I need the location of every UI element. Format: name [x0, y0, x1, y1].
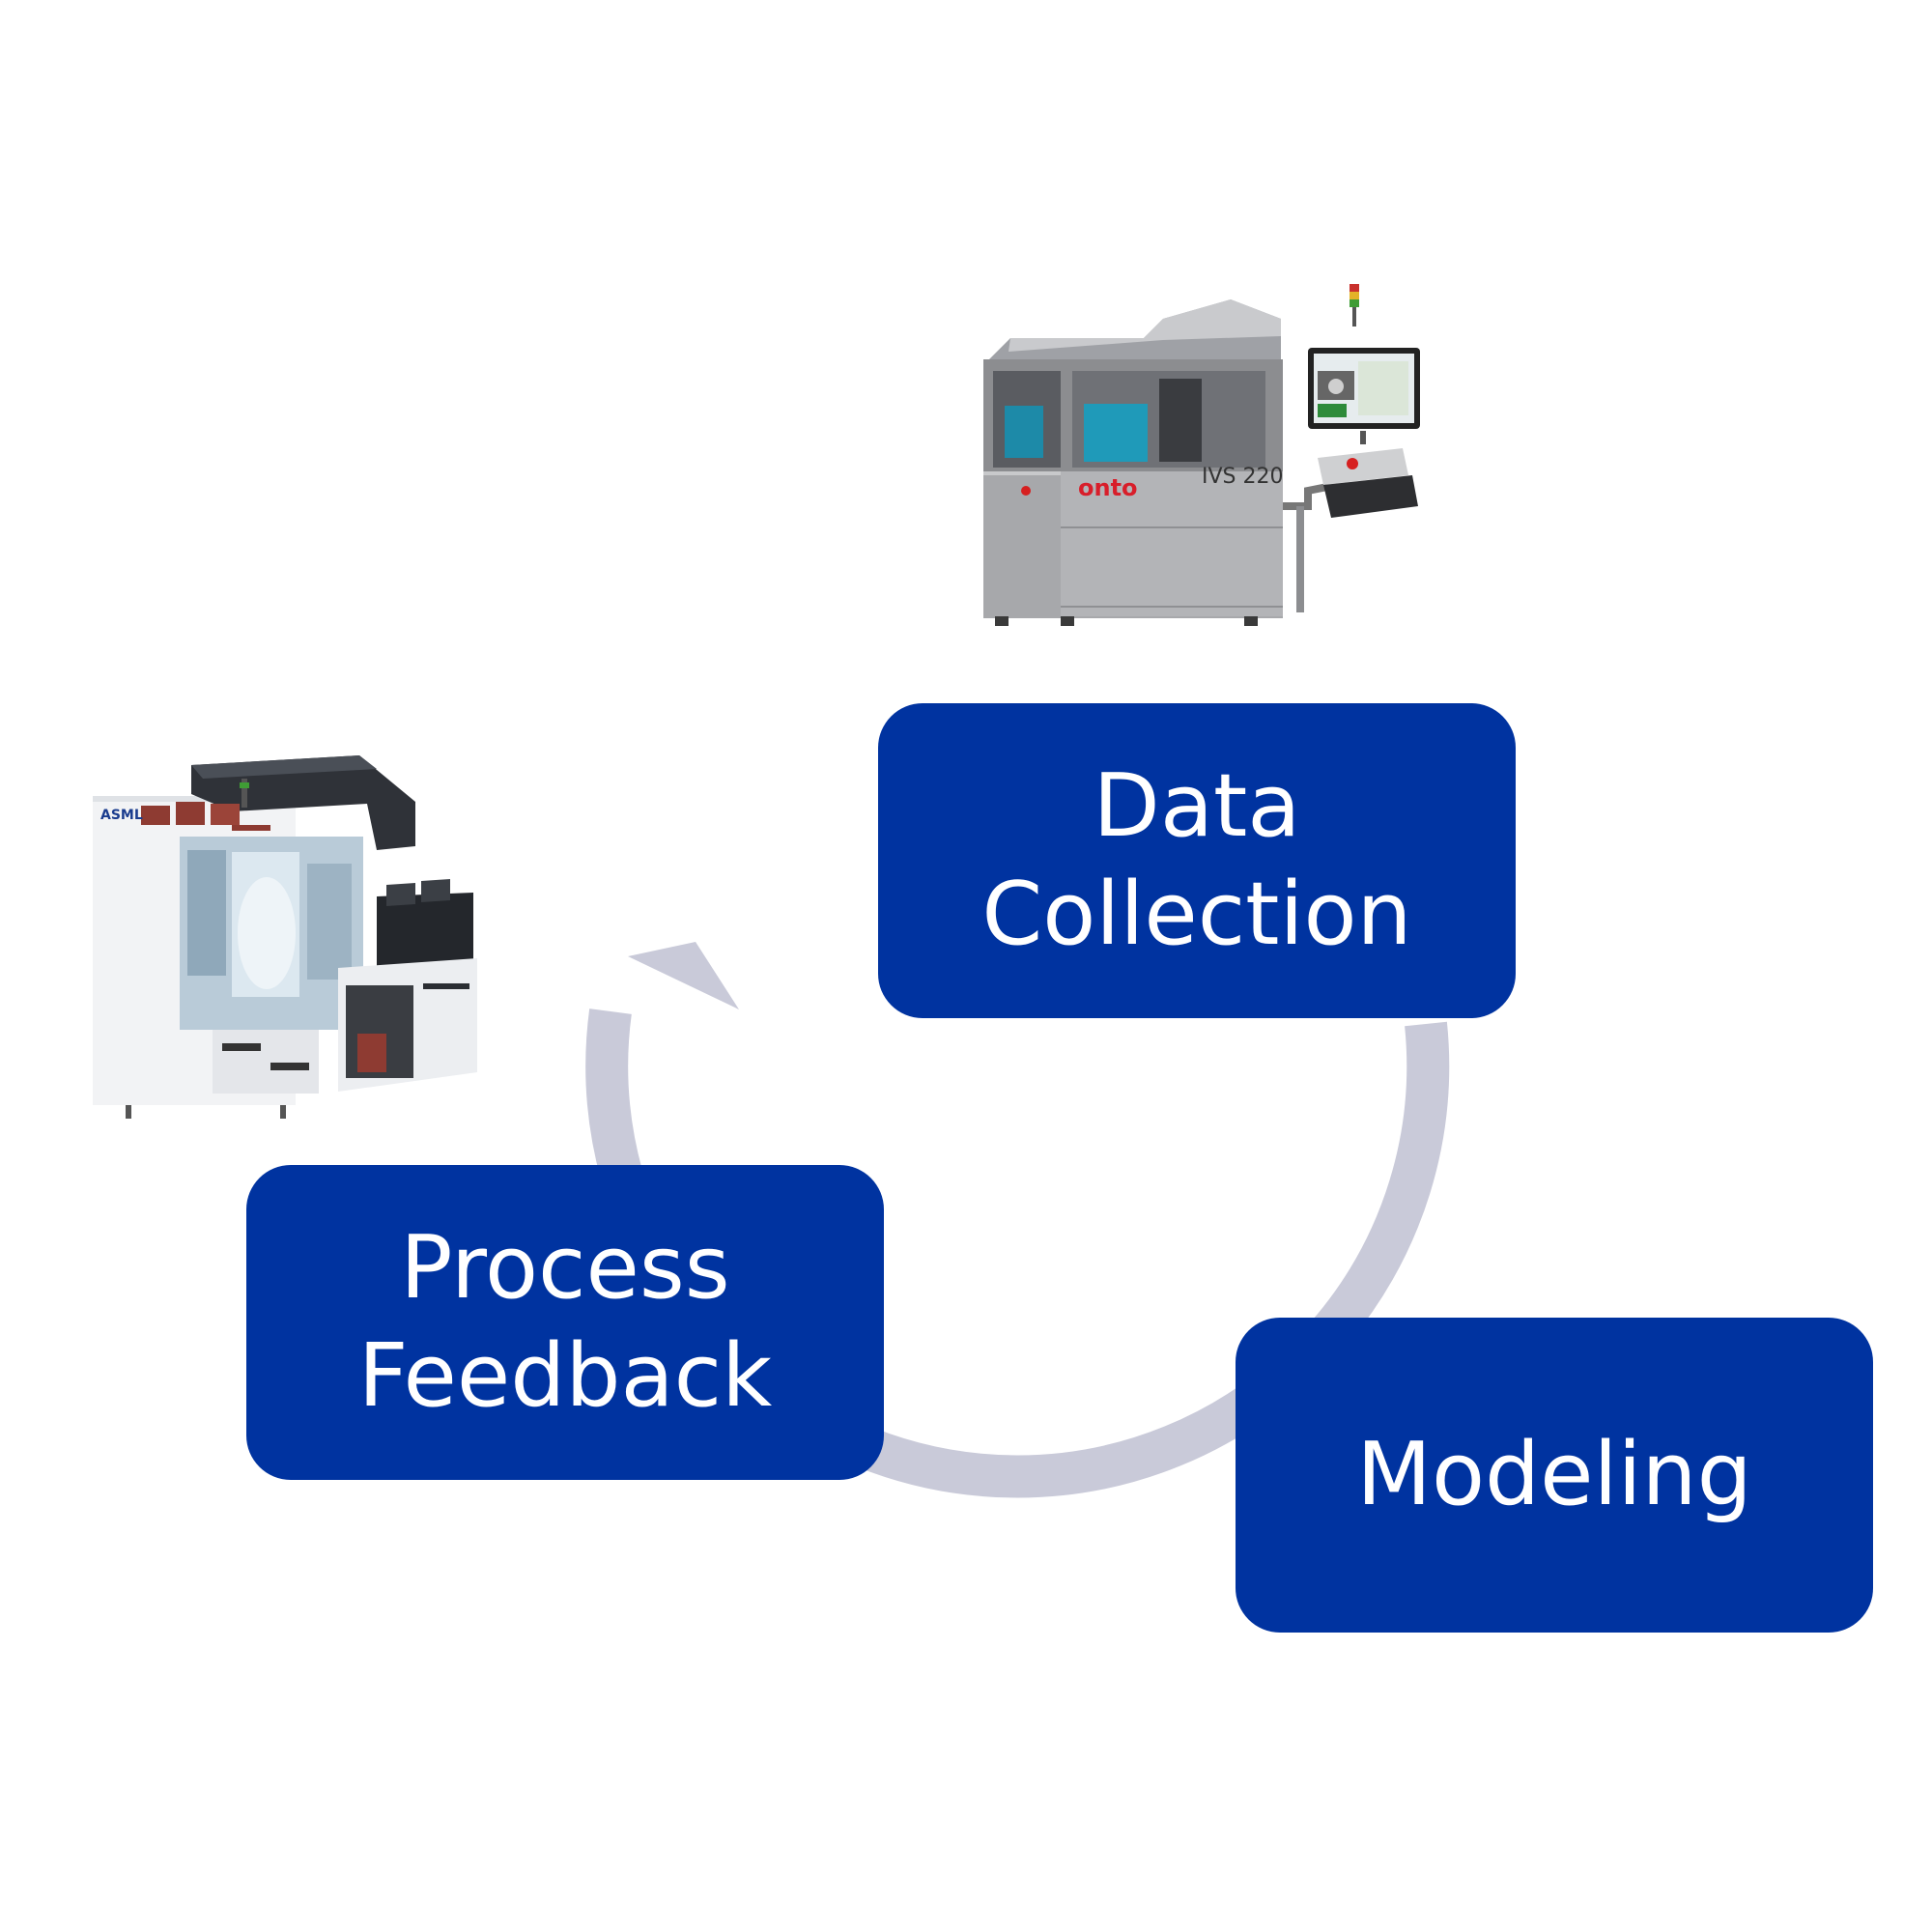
step-box-modeling: Modeling	[1236, 1318, 1873, 1633]
metrology-tool-icon: onto IVS 220	[983, 284, 1420, 626]
onto-brand-text: onto	[1078, 474, 1138, 501]
onto-model-text: IVS 220	[1202, 465, 1284, 489]
step-label-line: Feedback	[357, 1325, 773, 1427]
asml-brand-text: ASML	[100, 808, 143, 823]
cycle-arrowhead	[628, 942, 739, 1009]
step-label-line: Modeling	[1356, 1424, 1752, 1525]
step-label-line: Process	[400, 1217, 730, 1319]
step-box-process-feedback: Process Feedback	[246, 1165, 884, 1480]
lithography-scanner-icon: ASML	[93, 755, 477, 1119]
step-label-line: Data	[1093, 755, 1301, 857]
step-box-data-collection: Data Collection	[878, 703, 1516, 1018]
step-label-line: Collection	[981, 864, 1412, 965]
